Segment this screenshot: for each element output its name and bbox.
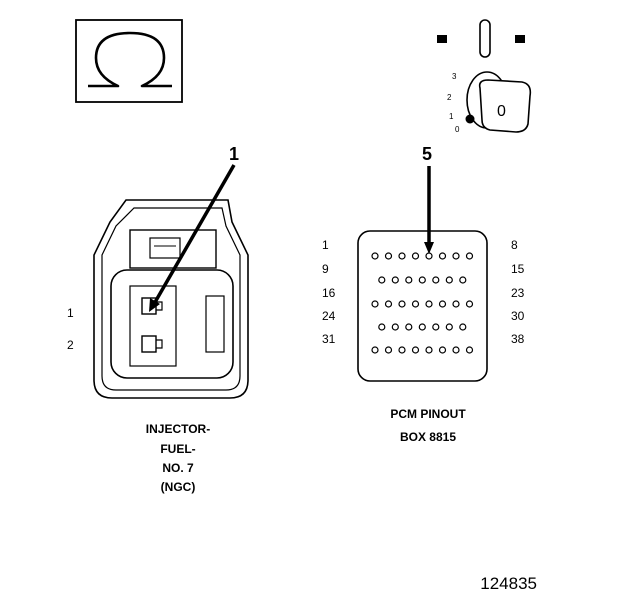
pcm-pin [371,252,379,260]
pcm-pin [432,276,440,284]
connector-key-rib [205,295,225,353]
pcm-row-end-label: 8 [511,238,518,252]
connector-caption-line-2: FUEL- [160,442,195,456]
pcm-row-start-label: 31 [322,332,336,346]
terminal-pin-2-contact [156,339,163,349]
pcm-pin [438,346,447,354]
key-position-marker [465,114,475,124]
pcm-pin [378,276,386,284]
key-slot-center [479,19,491,58]
pcm-pin-grid [371,252,474,354]
pcm-pin [438,300,447,308]
pcm-pin [465,346,474,354]
connector-inner-shell [101,207,241,391]
pcm-pin [445,323,453,331]
callout-5-number: 5 [422,144,432,164]
callout-5-arrowhead [424,242,434,254]
key-icon [478,79,532,133]
latch-tab [149,237,181,259]
pcm-caption-line-2: BOX 8815 [400,430,456,444]
pcm-pin [459,323,467,331]
pcm-row-start-label: 24 [322,309,336,323]
pcm-caption: PCM PINOUT BOX 8815 [390,407,466,444]
pcm-row-end-label: 15 [511,262,525,276]
key-slot-left [437,35,447,43]
pcm-pin [445,276,453,284]
pcm-pin [425,300,433,308]
pcm-pin [465,252,474,260]
pcm-pin [378,323,386,331]
connector-pin-label-1: 1 [67,306,74,320]
connector-caption: INJECTOR- FUEL- NO. 7 (NGC) [146,422,210,494]
terminal-pin-2 [141,335,157,353]
pcm-pin [371,300,379,308]
connector-caption-line-4: (NGC) [161,480,196,494]
callout-1-arrowhead [149,298,160,312]
pcm-row-end-label: 30 [511,309,525,323]
pcm-pin [391,323,399,331]
pcm-pin [452,252,460,260]
pcm-pin [411,252,420,260]
terminal-pin-1-contact [156,301,163,311]
pcm-pin [411,346,420,354]
pcm-pin [384,346,393,354]
pcm-pin [432,323,440,331]
pcm-pin [384,252,393,260]
pcm-pin [452,300,460,308]
pcm-pin [418,323,426,331]
pcm-box-outline [357,230,488,382]
key-position-0: 0 [455,125,460,134]
pcm-pin [425,346,433,354]
omega-icon [88,31,172,88]
pcm-pin [398,300,406,308]
pcm-pin [398,346,406,354]
pcm-pin [418,276,426,284]
pcm-pin [452,346,460,354]
connector-outer-shell [93,199,249,399]
pcm-row-end-label: 23 [511,286,525,300]
pcm-connector: 1 8 9 15 16 23 24 30 31 38 [322,230,525,382]
pcm-pin [398,252,406,260]
key-label: 0 [497,103,506,120]
key-position-3: 3 [452,72,457,81]
pcm-pin [465,300,474,308]
pcm-row-start-label: 9 [322,262,329,276]
terminal-cavity-block [129,285,177,367]
ohmmeter-symbol [75,19,183,103]
key-position-2: 2 [447,93,452,102]
connector-latch [129,229,217,269]
callout-5: 5 [422,144,434,254]
pcm-row-start-label: 1 [322,238,329,252]
pcm-pin [438,252,447,260]
pcm-pin [459,276,467,284]
ohmmeter-frame [75,19,183,103]
pcm-pin [391,276,399,284]
key-slot-right [515,35,525,43]
figure-number: 124835 [480,574,537,593]
pcm-pin [405,323,413,331]
pcm-row-labels: 1 8 9 15 16 23 24 30 31 38 [322,238,525,346]
pcm-row-start-label: 16 [322,286,336,300]
pcm-pin [384,300,393,308]
pcm-caption-line-1: PCM PINOUT [390,407,466,421]
connector-caption-line-1: INJECTOR- [146,422,210,436]
key-position-1: 1 [449,112,454,121]
pcm-pin [411,300,420,308]
connector-caption-line-3: NO. 7 [162,461,194,475]
pcm-pin [405,276,413,284]
callout-1: 1 [149,144,239,312]
pcm-pin [371,346,379,354]
callout-1-number: 1 [229,144,239,164]
callout-1-arrow [152,164,236,305]
pcm-row-end-label: 38 [511,332,525,346]
ignition-key-diagram: 3 2 1 0 0 [437,19,532,134]
connector-pin-label-2: 2 [67,338,74,352]
